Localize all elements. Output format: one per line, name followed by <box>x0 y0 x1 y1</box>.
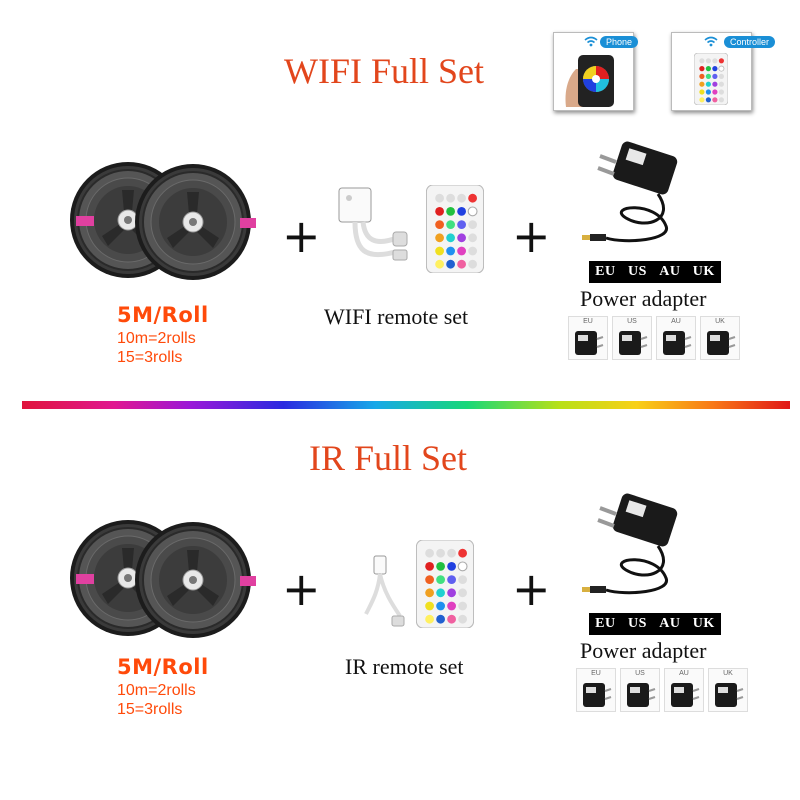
plug-eu: EU <box>576 668 616 712</box>
region-us: US <box>627 264 647 279</box>
plug-regions-bar: EU US AU UK <box>589 613 721 635</box>
region-eu: EU <box>595 264 616 279</box>
strip-option-2rolls: 10m=2rolls <box>117 682 196 699</box>
ir-section-title: IR Full Set <box>309 438 468 478</box>
phone-thumbnail: Phone <box>553 32 639 111</box>
wifi-icon <box>584 36 598 47</box>
plug-eu: EU <box>568 316 608 360</box>
ir-remote-caption: IR remote set <box>345 654 464 679</box>
wifi-controller-image <box>338 187 408 261</box>
led-strip-reels-image <box>69 519 256 639</box>
region-uk: UK <box>692 616 715 631</box>
region-us: US <box>627 616 647 631</box>
strip-length-title: 5M/Roll <box>117 303 209 327</box>
power-adapter-image <box>580 140 681 243</box>
power-adapter-caption: Power adapter <box>580 638 707 663</box>
phone-app-image <box>565 55 614 107</box>
plus-icon: + <box>282 562 321 616</box>
plug-au: AU <box>656 316 696 360</box>
region-au: AU <box>659 616 681 631</box>
plug-regions-bar: EU US AU UK <box>589 261 721 283</box>
plus-icon: + <box>512 562 551 616</box>
region-au: AU <box>659 264 681 279</box>
power-adapter-caption: Power adapter <box>580 286 707 311</box>
controller-remote-image <box>694 53 728 105</box>
strip-option-2rolls: 10m=2rolls <box>117 330 196 347</box>
phone-label: Phone <box>600 36 639 48</box>
controller-label: Controller <box>724 36 776 48</box>
region-eu: EU <box>595 616 616 631</box>
wifi-remote-caption: WIFI remote set <box>324 304 469 329</box>
plug-uk: UK <box>708 668 748 712</box>
plug-us: US <box>612 316 652 360</box>
wifi-icon <box>704 36 718 47</box>
plug-uk: UK <box>700 316 740 360</box>
strip-length-title: 5M/Roll <box>117 655 209 679</box>
plug-au: AU <box>664 668 704 712</box>
plus-icon: + <box>282 209 321 263</box>
remote-control-image <box>416 540 474 628</box>
plug-us: US <box>620 668 660 712</box>
rainbow-divider <box>22 401 790 409</box>
region-uk: UK <box>692 264 715 279</box>
ir-receiver-image <box>364 555 405 627</box>
led-strip-reels-image <box>69 161 256 281</box>
strip-option-3rolls: 15=3rolls <box>117 349 183 366</box>
remote-control-image <box>426 185 484 273</box>
plug-types-row: EU US AU UK <box>576 668 748 712</box>
plus-icon: + <box>512 209 551 263</box>
power-adapter-image <box>580 492 681 595</box>
wifi-section-title: WIFI Full Set <box>284 51 485 91</box>
plug-types-row: EU US AU UK <box>568 316 740 360</box>
strip-option-3rolls: 15=3rolls <box>117 701 183 718</box>
controller-thumbnail: Controller <box>671 32 776 111</box>
